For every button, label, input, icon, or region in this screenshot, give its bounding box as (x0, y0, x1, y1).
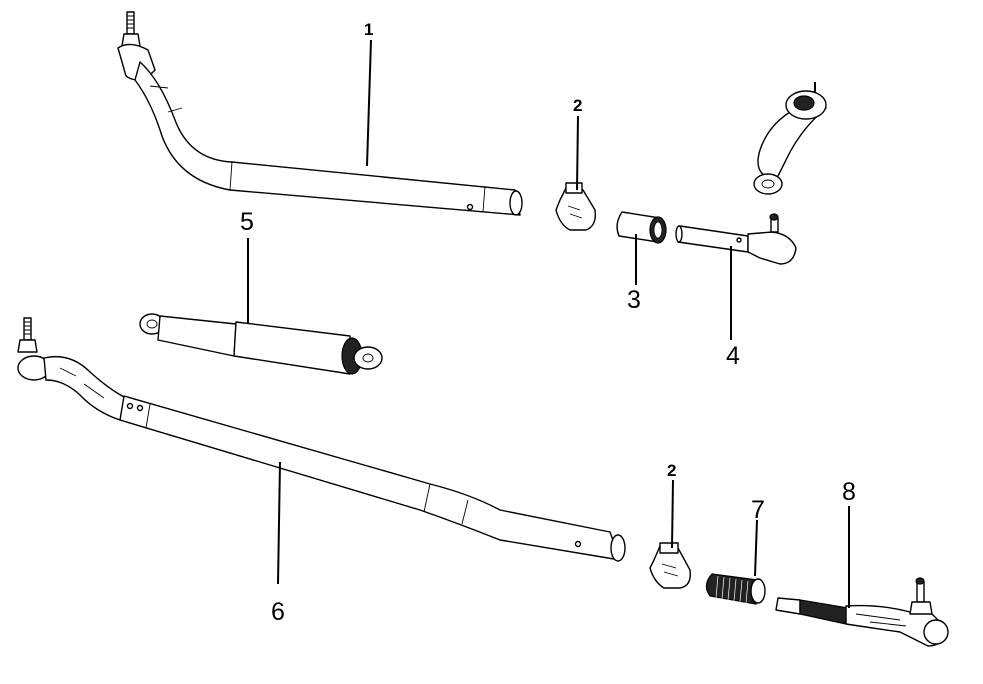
leader-lines (247, 39, 850, 608)
part-4-tie-rod-end (675, 213, 797, 265)
leader-2-lower (671, 479, 674, 549)
callout-8: 8 (842, 478, 856, 506)
callout-labels: 1 2 3 4 5 6 2 7 8 (240, 20, 856, 626)
part-6-tie-rod (17, 317, 626, 562)
callout-5: 5 (240, 208, 254, 236)
part-1-drag-link (117, 11, 523, 216)
callout-1: 1 (364, 20, 373, 39)
pitman-arm (753, 82, 827, 195)
callout-2-lower: 2 (667, 461, 676, 480)
callout-6: 6 (271, 598, 285, 626)
leader-2-upper (576, 115, 579, 191)
leader-1 (366, 39, 372, 167)
callout-4: 4 (726, 342, 740, 370)
leader-7 (754, 519, 758, 577)
callout-2-upper: 2 (573, 96, 582, 115)
callout-3: 3 (627, 286, 641, 314)
part-8-tie-rod-end (775, 577, 949, 647)
part-2-clamp-lower (649, 542, 691, 589)
callout-7: 7 (751, 496, 765, 524)
leader-6 (277, 461, 281, 585)
part-3-adjuster-sleeve (616, 211, 667, 244)
part-7-adjuster-sleeve (705, 573, 766, 605)
part-5-steering-damper (139, 313, 383, 375)
part-2-clamp-upper (555, 182, 596, 231)
